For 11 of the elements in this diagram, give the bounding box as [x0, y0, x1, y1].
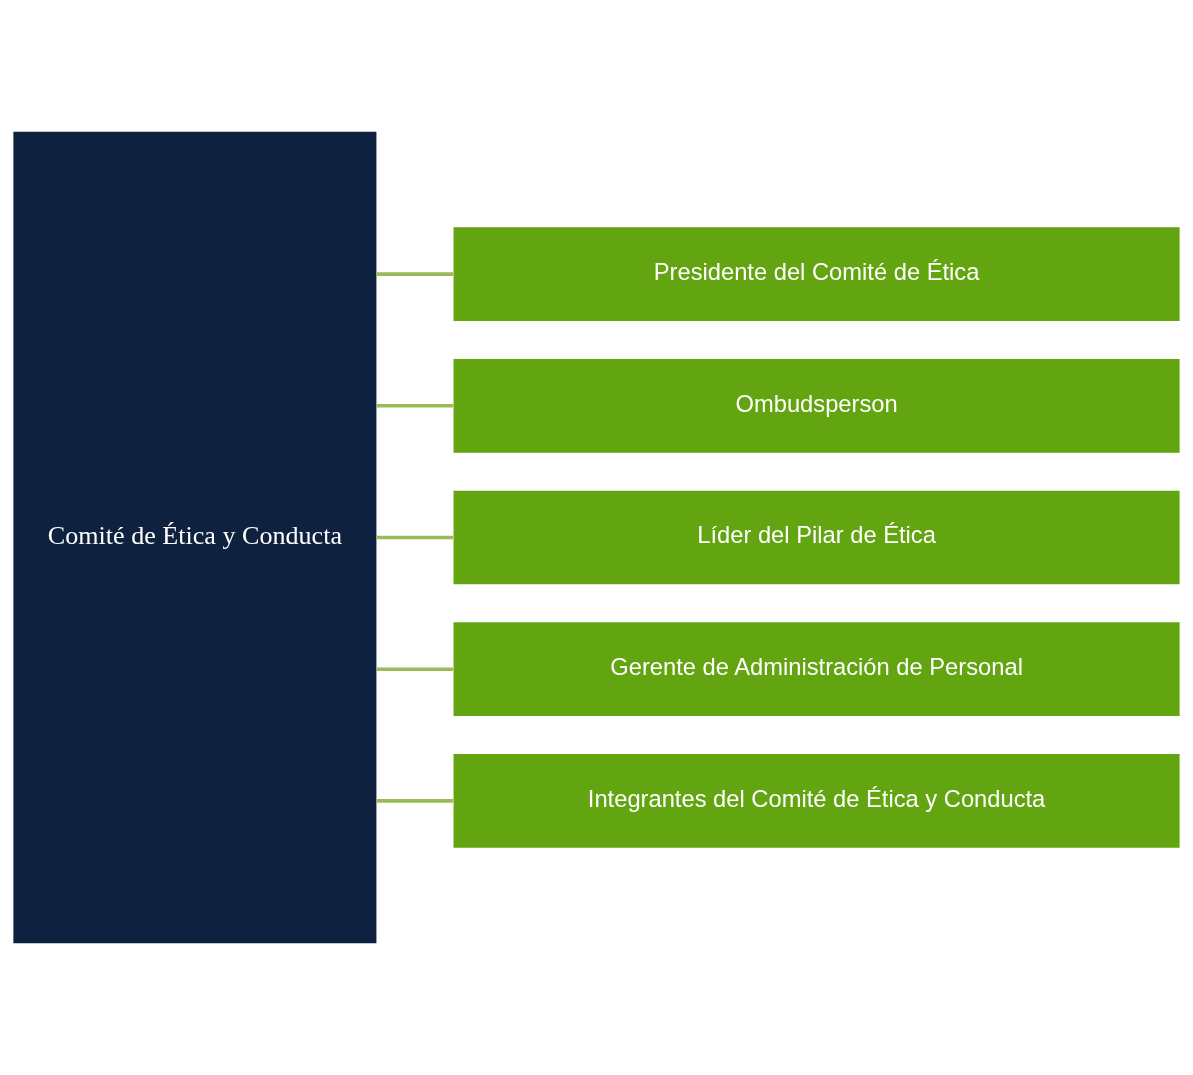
node-box: Comité de Ética y Conducta	[13, 131, 377, 944]
node-box: Ombudsperson	[453, 358, 1180, 453]
connector	[376, 272, 453, 276]
node-box: Gerente de Administración de Personal	[453, 622, 1180, 717]
connector	[376, 667, 453, 671]
node-box: Integrantes del Comité de Ética y Conducta	[453, 754, 1180, 848]
connector	[376, 404, 453, 408]
node-box: Líder del Pilar de Ética	[453, 490, 1180, 585]
connector	[376, 799, 453, 803]
connector	[376, 535, 453, 540]
node-box: Presidente del Comité de Ética	[453, 227, 1180, 321]
